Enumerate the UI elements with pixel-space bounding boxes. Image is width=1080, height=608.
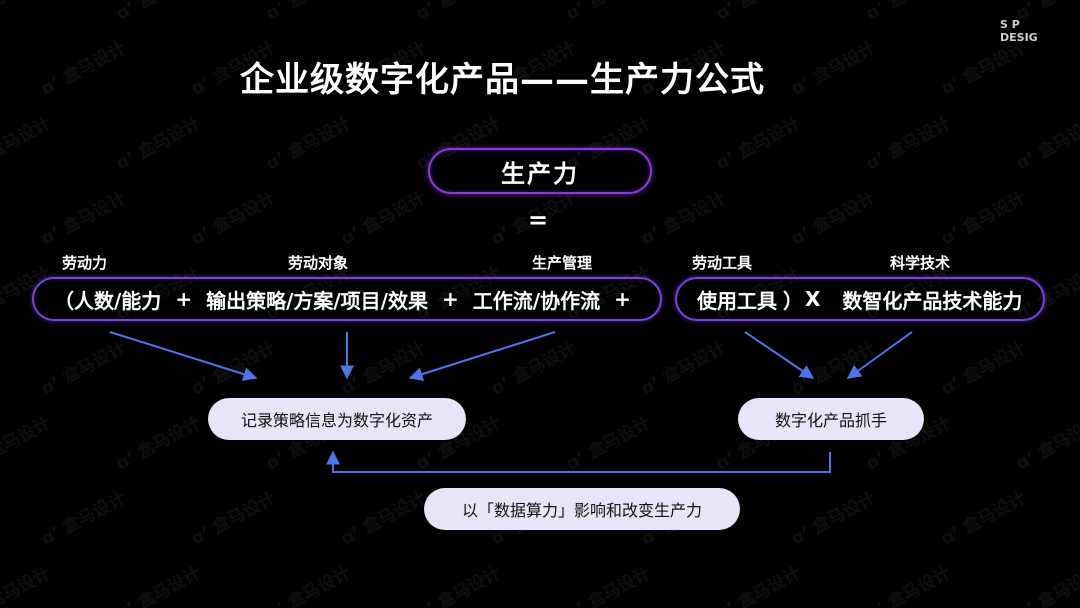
plus-sign: + [442,287,459,311]
label-labor-tools: 劳动工具 [692,254,753,272]
formula-left-pill: （ 人数/能力 + 输出策略/方案/项目/效果 + 工作流/协作流 + [32,277,662,321]
close-paren: ） [783,288,803,313]
page-title: 企业级数字化产品——生产力公式 [240,60,765,100]
record-digital-asset-pill: 记录策略信息为数字化资产 [208,398,466,440]
label-labor-object: 劳动对象 [288,254,349,272]
digital-product-handle-pill: 数字化产品抓手 [738,398,924,440]
term-workflow: 工作流/协作流 [472,288,601,313]
brand-logo: S P DESIG [1000,18,1038,44]
label-production-mgmt: 生产管理 [532,254,593,272]
term-tools: 使用工具 [697,288,777,313]
arrow-production-mgmt [408,331,556,381]
term-headcount: 人数/能力 [74,288,162,313]
arrow-labor [109,331,258,381]
term-tech-capability: 数智化产品技术能力 [842,288,1023,313]
arrow-labor-tools [744,331,815,379]
arrow-science-tech [846,331,913,379]
times-sign: X [805,287,821,311]
equals-sign: = [528,206,549,234]
formula-right-pill: 使用工具 ） X 数智化产品技术能力 [675,277,1045,321]
plus-sign: + [614,287,631,311]
open-paren: （ [54,288,74,313]
productivity-pill: 生产力 [428,148,652,194]
data-compute-impact-pill: 以「数据算力」影响和改变生产力 [424,488,740,530]
arrow-feedback [326,450,831,473]
term-output: 输出策略/方案/项目/效果 [206,288,428,313]
label-science-tech: 科学技术 [890,254,951,272]
plus-sign: + [175,287,193,311]
label-labor: 劳动力 [62,254,108,272]
